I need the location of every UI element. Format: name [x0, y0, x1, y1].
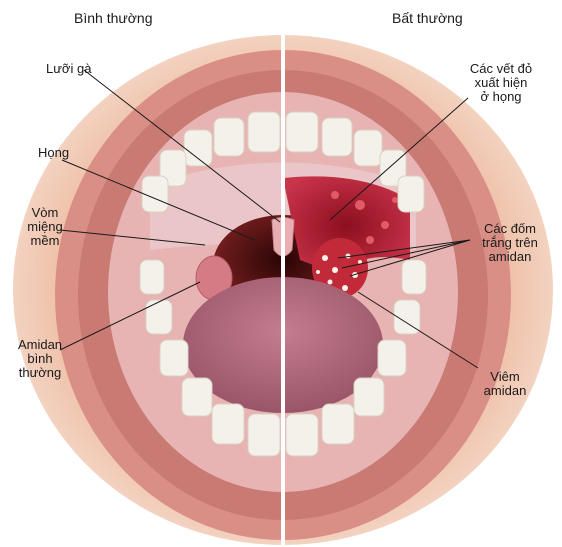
label-soft-palate: Vòm miệng mềm [20, 206, 70, 248]
label-normal-tonsil: Amidan bình thường [10, 338, 70, 380]
header-normal: Bình thường [74, 10, 153, 26]
label-uvula: Lưỡi gà [46, 62, 91, 76]
label-throat: Họng [38, 146, 69, 160]
label-red-patches: Các vết đỏ xuất hiện ở họng [456, 62, 546, 104]
header-abnormal: Bất thường [392, 10, 463, 26]
label-tonsillitis: Viêm amidan [470, 370, 540, 398]
label-white-spots: Các đốm trắng trên amidan [470, 222, 550, 264]
